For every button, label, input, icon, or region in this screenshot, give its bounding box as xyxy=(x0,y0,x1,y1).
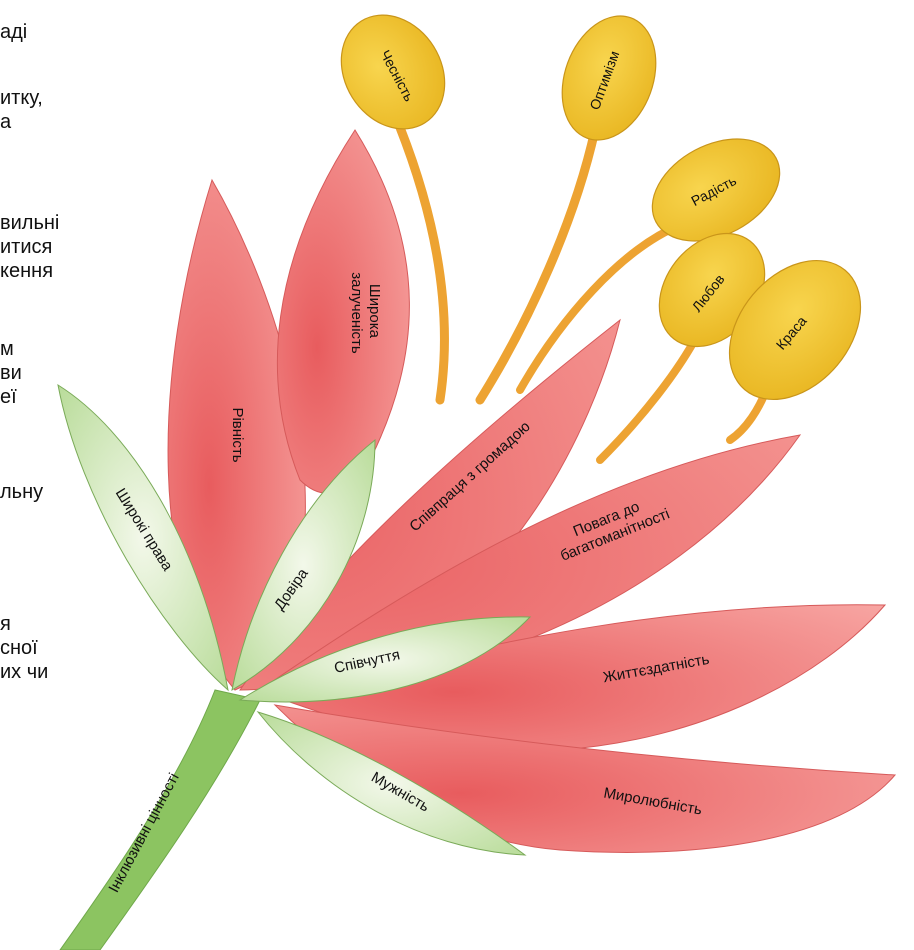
label-rivnist: Рівність xyxy=(229,407,246,462)
petal-shyroka-zaluchenist xyxy=(277,130,409,493)
label-shyroka-zaluchenist: Широка залученість xyxy=(348,272,383,354)
label-shyroka-line1: Широка xyxy=(366,284,383,339)
filament xyxy=(600,330,700,460)
red-petals xyxy=(168,130,895,852)
label-shyroka-line2: залученість xyxy=(348,272,365,354)
